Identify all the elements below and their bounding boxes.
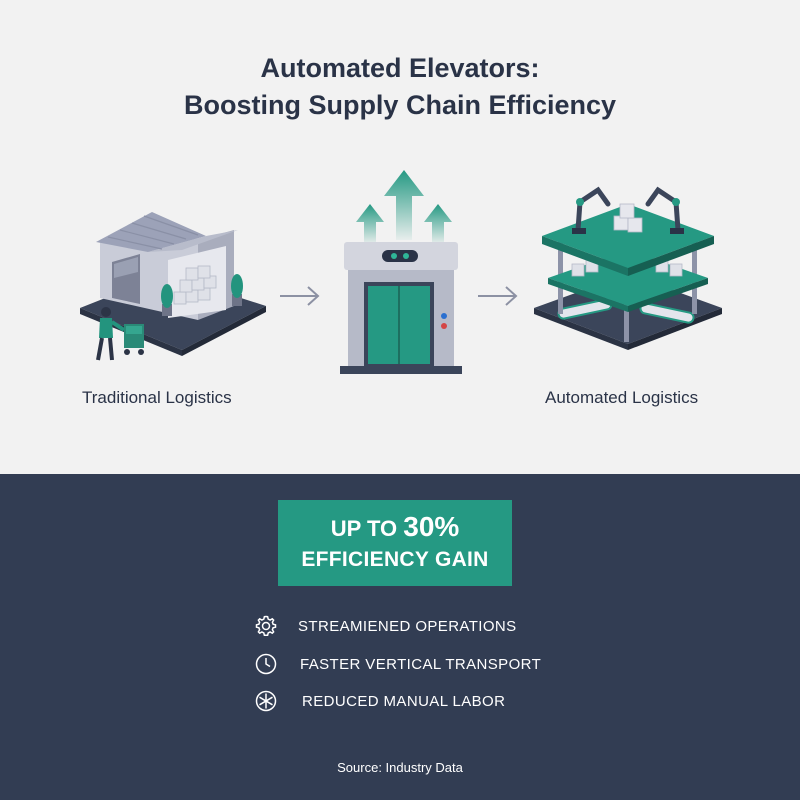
hero-section: Automated Elevators: Boosting Supply Cha…: [0, 50, 800, 407]
efficiency-badge: UP TO 30% EFFICIENCY GAIN: [278, 500, 512, 586]
feature-label: REDUCED MANUAL LABOR: [302, 692, 506, 710]
clock-icon: [255, 653, 277, 675]
feature-item: FASTER VERTICAL TRANSPORT: [254, 652, 541, 676]
badge-label: EFFICIENCY GAIN: [301, 548, 489, 571]
feature-label: FASTER VERTICAL TRANSPORT: [300, 655, 542, 673]
stats-section: UP TO 30% EFFICIENCY GAIN STREAMIENED OP…: [0, 474, 800, 800]
source-note: Source: Industry Data: [337, 760, 463, 775]
title-line-1: Automated Elevators:: [260, 53, 540, 83]
badge-prefix: UP TO: [330, 516, 398, 541]
feature-item: STREAMIENED OPERATIONS: [254, 614, 517, 638]
feature-label: STREAMIENED OPERATIONS: [298, 617, 517, 635]
title-line-2: Boosting Supply Chain Efficiency: [183, 90, 617, 120]
badge-headline: UP TO 30%: [278, 512, 512, 544]
traditional-logistics-caption: Traditional Logistics: [82, 388, 232, 407]
automated-facility-illustration: [528, 180, 728, 360]
automated-logistics-caption: Automated Logistics: [545, 388, 699, 407]
arrow-right-icon: [278, 284, 322, 313]
snowflake-icon: [255, 690, 277, 712]
arrow-right-icon: [476, 284, 520, 313]
gear-icon: [255, 615, 277, 637]
warehouse-worker-illustration: [78, 200, 268, 370]
elevator-illustration: [336, 168, 466, 378]
badge-value: 30%: [403, 511, 460, 542]
page-title: Automated Elevators: Boosting Supply Cha…: [0, 50, 800, 124]
feature-item: REDUCED MANUAL LABOR: [254, 689, 505, 713]
